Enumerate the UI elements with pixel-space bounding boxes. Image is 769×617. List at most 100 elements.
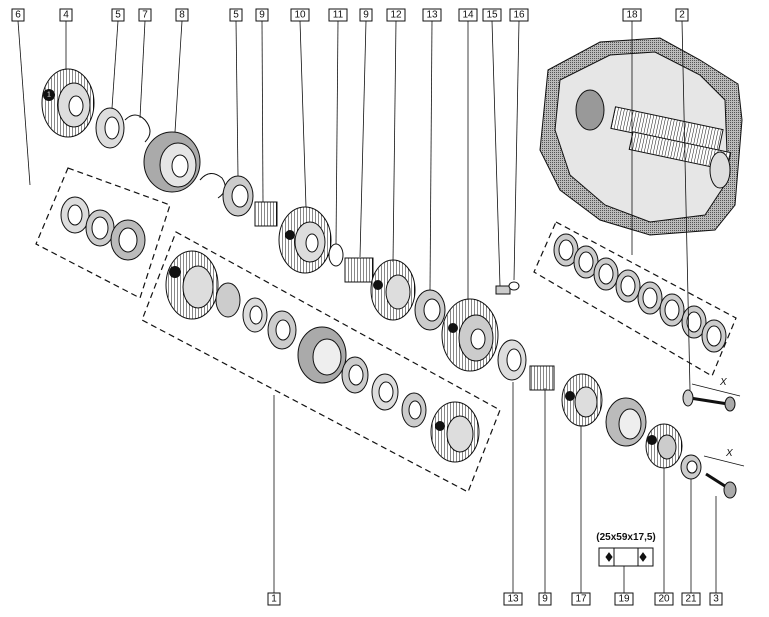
dimension-x-lower: X xyxy=(725,448,733,459)
gear-icon: 1 xyxy=(41,68,95,138)
callout-21: 21 xyxy=(681,592,701,606)
group-18-shims xyxy=(553,233,727,353)
callout-label: 4 xyxy=(63,10,69,21)
bearing-icon xyxy=(605,397,647,447)
callout-leader-5 xyxy=(111,20,119,109)
callout-label: 1 xyxy=(271,594,277,605)
callout-leader-9 xyxy=(261,20,264,203)
bearing-spec-label: (25x59x17,5) xyxy=(596,532,656,543)
dimension-x-upper: X xyxy=(719,377,727,388)
callout-label: 9 xyxy=(542,594,548,605)
callout-5: 5 xyxy=(229,8,243,22)
callout-box xyxy=(359,8,373,22)
callout-box xyxy=(622,8,642,22)
callout-box xyxy=(538,592,552,606)
callout-box xyxy=(654,592,674,606)
callout-6: 6 xyxy=(11,8,25,22)
callout-label: 6 xyxy=(15,10,21,21)
gear-icon xyxy=(165,250,219,320)
callout-box xyxy=(255,8,269,22)
svg-text:1: 1 xyxy=(47,92,51,99)
callout-14: 14 xyxy=(458,8,478,22)
callout-label: 20 xyxy=(658,594,670,605)
callout-box xyxy=(458,8,478,22)
callout-17: 17 xyxy=(571,592,591,606)
gear-icon xyxy=(430,401,480,463)
gear-icon xyxy=(370,259,416,321)
callout-box xyxy=(482,8,502,22)
callout-box xyxy=(328,8,348,22)
callout-box xyxy=(675,8,689,22)
bearing-symbol-icon xyxy=(598,547,654,567)
callout-label: 13 xyxy=(426,10,438,21)
callout-9: 9 xyxy=(538,592,552,606)
callout-leader-7 xyxy=(139,20,146,119)
callout-box xyxy=(138,8,152,22)
callout-2: 2 xyxy=(675,8,689,22)
callout-label: 14 xyxy=(462,10,474,21)
callout-box xyxy=(229,8,243,22)
callout-leader-11 xyxy=(335,20,339,245)
gear-icon xyxy=(278,206,332,274)
callout-box xyxy=(503,592,523,606)
callout-label: 21 xyxy=(685,594,697,605)
gear-icon xyxy=(645,423,683,469)
callout-box xyxy=(422,8,442,22)
callout-box xyxy=(290,8,310,22)
callout-label: 13 xyxy=(507,594,519,605)
callout-15: 15 xyxy=(482,8,502,22)
callout-label: 9 xyxy=(259,10,265,21)
gear-icon xyxy=(561,373,603,427)
callout-5: 5 xyxy=(111,8,125,22)
callout-leader-16 xyxy=(513,20,520,281)
group-18-outline xyxy=(533,221,737,377)
callout-leader-12 xyxy=(392,20,397,263)
callout-label: 9 xyxy=(363,10,369,21)
callout-11: 11 xyxy=(328,8,348,22)
callout-19: 19 xyxy=(614,592,634,606)
callout-label: 8 xyxy=(179,10,185,21)
callout-leader-2 xyxy=(681,20,691,391)
callout-box xyxy=(11,8,25,22)
callout-20: 20 xyxy=(654,592,674,606)
group-6-parts xyxy=(60,196,146,261)
transmission-housing-icon xyxy=(539,37,743,236)
callout-label: 10 xyxy=(294,10,306,21)
bearing-icon xyxy=(143,131,201,193)
callout-label: 5 xyxy=(233,10,239,21)
callout-leader-15 xyxy=(491,20,501,287)
callout-box xyxy=(386,8,406,22)
callout-label: 2 xyxy=(679,10,685,21)
bolt-2: X xyxy=(682,377,741,412)
callout-13: 13 xyxy=(503,592,523,606)
callout-16: 16 xyxy=(509,8,529,22)
callout-9: 9 xyxy=(255,8,269,22)
callout-label: 16 xyxy=(513,10,525,21)
callout-1: 1 xyxy=(267,592,281,606)
callout-leader-5 xyxy=(235,20,239,177)
bolt-3: X xyxy=(703,448,745,499)
callout-box xyxy=(267,592,281,606)
callout-box xyxy=(509,8,529,22)
callout-label: 11 xyxy=(333,10,344,21)
callout-label: 5 xyxy=(115,10,121,21)
callout-box xyxy=(59,8,73,22)
callout-label: 17 xyxy=(575,594,587,605)
callout-label: 18 xyxy=(626,10,638,21)
group-1-parts xyxy=(165,250,480,463)
callout-label: 7 xyxy=(142,10,148,21)
group-6-outline xyxy=(35,167,171,299)
callout-3: 3 xyxy=(709,592,723,606)
upper-shaft-parts: 1 xyxy=(41,68,702,480)
callout-9: 9 xyxy=(359,8,373,22)
callout-10: 10 xyxy=(290,8,310,22)
callout-13: 13 xyxy=(422,8,442,22)
callout-box xyxy=(571,592,591,606)
callout-label: 12 xyxy=(390,10,402,21)
callout-label: 19 xyxy=(618,594,630,605)
callout-8: 8 xyxy=(175,8,189,22)
callout-box xyxy=(614,592,634,606)
